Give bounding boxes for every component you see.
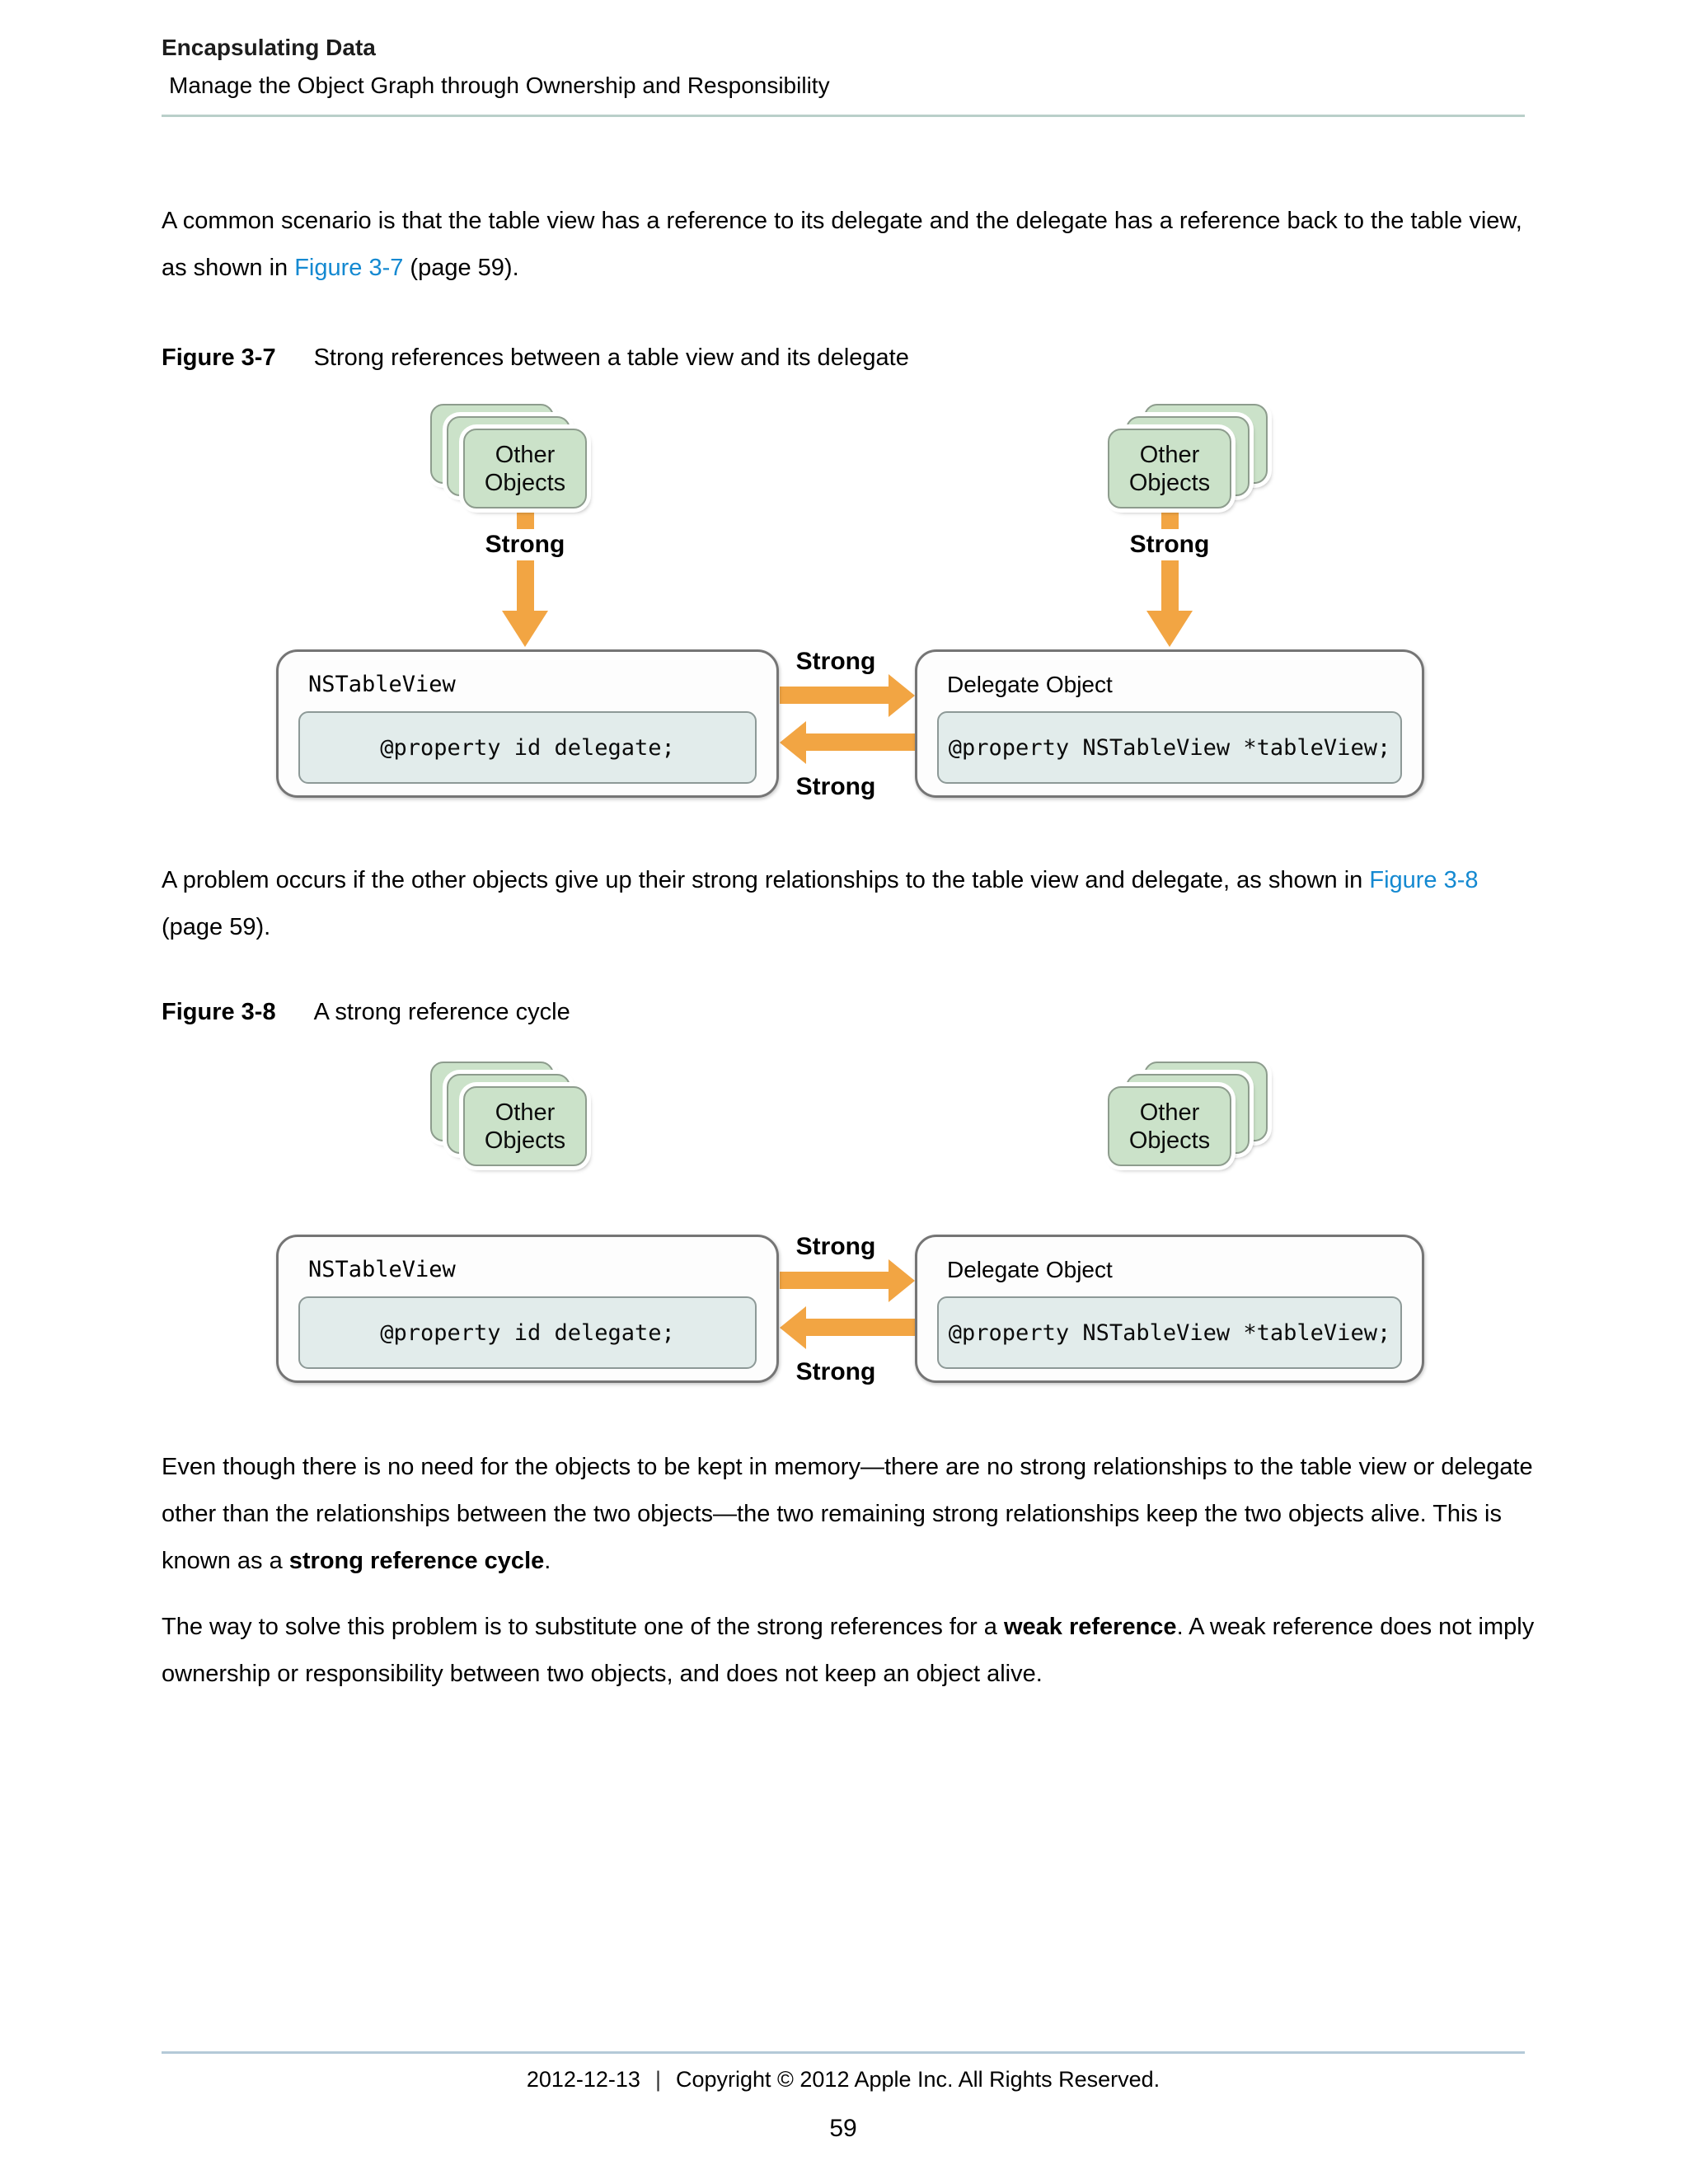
- figure-3-7-caption: Figure 3-7 Strong references between a t…: [162, 344, 909, 372]
- figure-3-8-caption: Figure 3-8 A strong reference cycle: [162, 999, 570, 1026]
- other-objects-label: Other Objects: [484, 441, 566, 496]
- p3-bold-term: strong reference cycle: [288, 1548, 545, 1574]
- nstableview-title: NSTableView: [308, 672, 456, 697]
- nstableview-property-box: @property id delegate;: [298, 711, 757, 784]
- p2-text-pre: A problem occurs if the other objects gi…: [162, 867, 1370, 893]
- header-rule: [162, 115, 1525, 117]
- figure-3-8-link[interactable]: Figure 3-8: [1369, 867, 1479, 893]
- strong-arrow-left-head: [780, 721, 806, 764]
- nstableview-property-box: @property id delegate;: [298, 1296, 757, 1369]
- nstableview-box: NSTableView @property id delegate;: [276, 1235, 779, 1383]
- nstableview-title: NSTableView: [308, 1257, 456, 1282]
- paragraph-4: The way to solve this problem is to subs…: [162, 1604, 1536, 1698]
- footer-copyright: Copyright © 2012 Apple Inc. All Rights R…: [675, 2067, 1160, 2092]
- figure-3-7-link[interactable]: Figure 3-7: [294, 255, 404, 281]
- strong-arrow-left-shaft: [806, 1319, 915, 1336]
- property-code: @property id delegate;: [380, 1319, 675, 1346]
- delegate-property-box: @property NSTableView *tableView;: [937, 1296, 1402, 1369]
- figure-3-8-caption-label: Figure 3-8: [162, 999, 276, 1025]
- strong-label-back: Strong: [795, 773, 876, 800]
- figure-3-8-caption-text: A strong reference cycle: [313, 999, 570, 1025]
- page-number: 59: [829, 2115, 857, 2142]
- section-title: Encapsulating Data: [162, 35, 376, 60]
- paragraph-1: A common scenario is that the table view…: [162, 198, 1536, 292]
- p1-text-pre: A common scenario is that the table view…: [162, 208, 1522, 281]
- p4-text-post: . A weak reference does not imply owners…: [162, 1614, 1535, 1687]
- paragraph-2: A problem occurs if the other objects gi…: [162, 857, 1536, 951]
- strong-label-forward: Strong: [795, 1233, 876, 1260]
- strong-label-forward: Strong: [795, 648, 876, 675]
- footer-rule: [162, 2051, 1525, 2054]
- strong-label-back: Strong: [795, 1358, 876, 1385]
- strong-label-right: Strong: [1124, 529, 1215, 560]
- delegate-object-box: Delegate Object @property NSTableView *t…: [915, 649, 1424, 798]
- figure-3-7-caption-label: Figure 3-7: [162, 344, 276, 371]
- strong-arrow-left-head: [780, 1306, 806, 1349]
- strong-arrow-down-right-head: [1146, 611, 1193, 647]
- strong-arrow-down-left-head: [502, 611, 548, 647]
- other-objects-stack-card-front: Other Objects: [463, 1086, 587, 1166]
- delegate-object-box: Delegate Object @property NSTableView *t…: [915, 1235, 1424, 1383]
- footer-separator: |: [654, 2067, 661, 2092]
- other-objects-label: Other Objects: [1128, 1099, 1211, 1154]
- nstableview-box: NSTableView @property id delegate;: [276, 649, 779, 798]
- p3-text-pre: Even though there is no need for the obj…: [162, 1454, 1533, 1574]
- other-objects-stack-card-front: Other Objects: [1108, 429, 1231, 509]
- p2-text-post: (page 59).: [162, 914, 271, 940]
- paragraph-3: Even though there is no need for the obj…: [162, 1444, 1536, 1585]
- property-code: @property id delegate;: [380, 734, 675, 761]
- other-objects-stack-card-front: Other Objects: [1108, 1086, 1231, 1166]
- figure-3-7-caption-text: Strong references between a table view a…: [313, 344, 909, 371]
- p4-bold-term: weak reference: [1003, 1614, 1177, 1640]
- p4-text-pre: The way to solve this problem is to subs…: [162, 1614, 1004, 1640]
- delegate-object-title: Delegate Object: [947, 672, 1113, 697]
- other-objects-stack-card-front: Other Objects: [463, 429, 587, 509]
- strong-label-left: Strong: [480, 529, 570, 560]
- strong-arrow-left-shaft: [806, 733, 915, 751]
- strong-arrow-right-shaft: [780, 1272, 889, 1289]
- p3-text-post: .: [544, 1548, 551, 1574]
- section-subtitle: Manage the Object Graph through Ownershi…: [169, 73, 830, 98]
- delegate-property-box: @property NSTableView *tableView;: [937, 711, 1402, 784]
- property-code: @property NSTableView *tableView;: [948, 734, 1391, 761]
- other-objects-label: Other Objects: [484, 1099, 566, 1154]
- other-objects-label: Other Objects: [1128, 441, 1211, 496]
- p1-text-post: (page 59).: [403, 255, 519, 281]
- strong-arrow-right-shaft: [780, 687, 889, 704]
- strong-arrow-right-head: [889, 674, 915, 717]
- property-code: @property NSTableView *tableView;: [948, 1319, 1391, 1346]
- delegate-object-title: Delegate Object: [947, 1257, 1113, 1282]
- footer-copyright-line: 2012-12-13 | Copyright © 2012 Apple Inc. A…: [162, 2067, 1525, 2093]
- strong-arrow-right-head: [889, 1259, 915, 1302]
- footer-date: 2012-12-13: [526, 2067, 640, 2092]
